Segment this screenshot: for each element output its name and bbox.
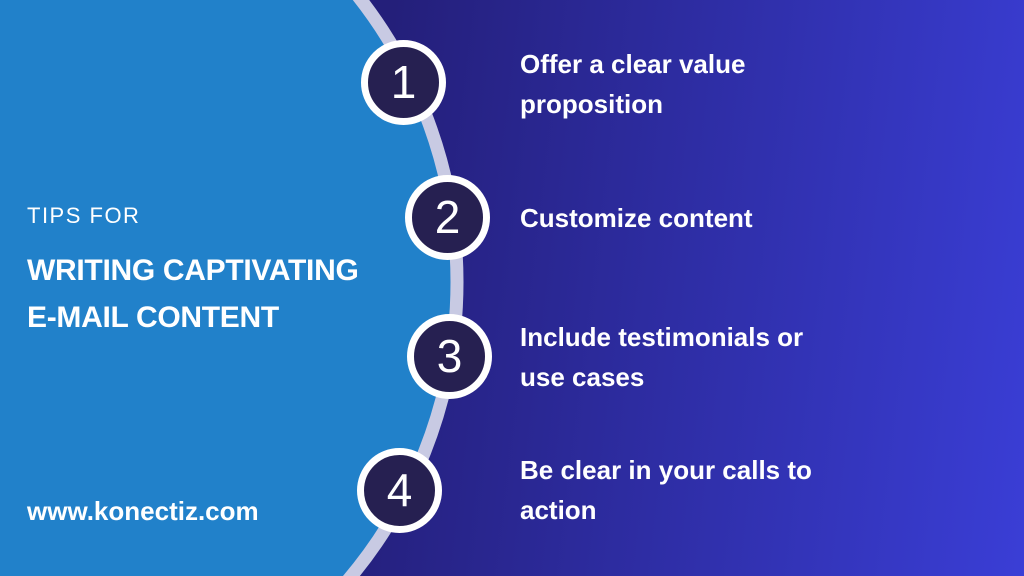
tip-1-number: 1 <box>390 55 417 108</box>
page-title-line-1: WRITING CAPTIVATING <box>27 254 359 287</box>
tip-2-text-line-1: Customize content <box>520 203 753 233</box>
tip-1-text-line-1: Offer a clear value <box>520 49 746 79</box>
tip-4-text-line-2: action <box>520 495 597 525</box>
eyebrow-label: TIPS FOR <box>27 203 141 228</box>
tip-1-text-line-2: proposition <box>520 89 663 119</box>
page-title: WRITING CAPTIVATING E-MAIL CONTENT <box>27 247 359 341</box>
tip-3-text-line-1: Include testimonials or <box>520 322 804 352</box>
page-title-line-2: E-MAIL CONTENT <box>27 301 279 334</box>
tip-3-text: Include testimonials or use cases <box>520 317 920 397</box>
tip-4-text-line-1: Be clear in your calls to <box>520 455 812 485</box>
circle-curve-border <box>0 0 464 576</box>
website-url: www.konectiz.com <box>27 496 259 526</box>
tip-2-number-badge: 2 <box>405 175 490 260</box>
tip-3-text-line-2: use cases <box>520 362 645 392</box>
tip-4-number: 4 <box>386 463 413 516</box>
tip-3-number: 3 <box>436 329 463 382</box>
tip-2-number: 2 <box>434 190 461 243</box>
tip-4-text: Be clear in your calls to action <box>520 450 920 530</box>
tip-2-text: Customize content <box>520 198 920 238</box>
tip-4-number-badge: 4 <box>357 448 442 533</box>
tip-3-number-badge: 3 <box>407 314 492 399</box>
tip-1-number-badge: 1 <box>361 40 446 125</box>
tip-1-text: Offer a clear value proposition <box>520 44 920 124</box>
